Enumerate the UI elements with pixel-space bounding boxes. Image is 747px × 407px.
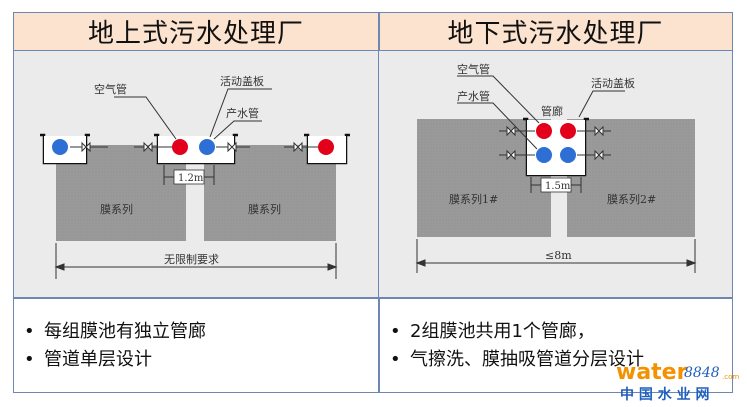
product-pipe-left (52, 139, 68, 155)
air-pipe-center (172, 139, 188, 155)
label-cover: 活动盖板 (220, 74, 264, 88)
right-bullet-2: •气擦洗、膜抽吸管道分层设计 (390, 349, 644, 370)
label-module-a: 膜系列 (100, 202, 133, 216)
label-module-1: 膜系列1# (449, 192, 498, 206)
label-air-pipe-ug: 空气管 (457, 62, 490, 76)
svg-text:.com: .com (722, 373, 739, 381)
label-width: 无限制要求 (164, 253, 219, 266)
label-gap-ug: 1.5m (545, 181, 571, 192)
label-cover-ug: 活动盖板 (591, 76, 635, 90)
right-leader-lines (457, 75, 625, 150)
svg-text:8848: 8848 (684, 365, 720, 381)
air-pipe-1 (536, 123, 552, 139)
leader-lines (114, 88, 272, 140)
left-title: 地上式污水处理厂 (14, 13, 378, 51)
label-air-pipe: 空气管 (94, 82, 127, 96)
label-gap: 1.2m (178, 173, 204, 184)
product-pipe-1 (536, 147, 552, 163)
width-dimension-ug (415, 239, 697, 273)
air-pipe-2 (560, 123, 576, 139)
left-bullets: •每组膜池有独立管廊 •管道单层设计 (24, 318, 206, 374)
label-module-2: 膜系列2# (607, 192, 656, 206)
row-divider (14, 297, 733, 299)
figure-frame (13, 12, 733, 393)
air-pipe-right (318, 139, 334, 155)
label-product-pipe: 产水管 (226, 106, 259, 120)
right-title: 地下式污水处理厂 (379, 13, 732, 51)
label-module-b: 膜系列 (248, 202, 281, 216)
left-bullet-2: •管道单层设计 (24, 349, 152, 370)
left-diagram-panel: 空气管 活动盖板 产水管 1.2m 膜系列 膜系列 无限制要求 (14, 51, 378, 297)
right-bullet-1: •2组膜池共用1个管廊， (390, 321, 595, 342)
valves (70, 141, 318, 153)
right-diagram-panel: 空气管 产水管 管廊 活动盖板 1.5m 膜系列1# 膜系列2# ≤8m (379, 51, 732, 297)
tank-2 (567, 119, 695, 237)
label-width-ug: ≤8m (545, 249, 572, 262)
watermark-logo: water 8848 .com 中 国 水 业 网 (614, 355, 742, 403)
label-product-pipe-ug: 产水管 (457, 89, 490, 103)
svg-text:中 国 水 业 网: 中 国 水 业 网 (620, 386, 710, 403)
above-ground-diagram: 空气管 活动盖板 产水管 1.2m 膜系列 膜系列 无限制要求 (40, 74, 350, 279)
left-bullet-1: •每组膜池有独立管廊 (24, 321, 206, 342)
right-valves (499, 125, 611, 161)
column-divider (378, 13, 380, 393)
svg-text:water: water (616, 360, 688, 385)
right-bullets: •2组膜池共用1个管廊， •气擦洗、膜抽吸管道分层设计 (390, 318, 644, 374)
width-dimension (54, 243, 338, 279)
product-pipe-2 (560, 147, 576, 163)
product-pipe-center (199, 139, 215, 155)
underground-diagram: 空气管 产水管 管廊 活动盖板 1.5m 膜系列1# 膜系列2# ≤8m (415, 62, 697, 273)
label-gallery: 管廊 (541, 104, 563, 118)
